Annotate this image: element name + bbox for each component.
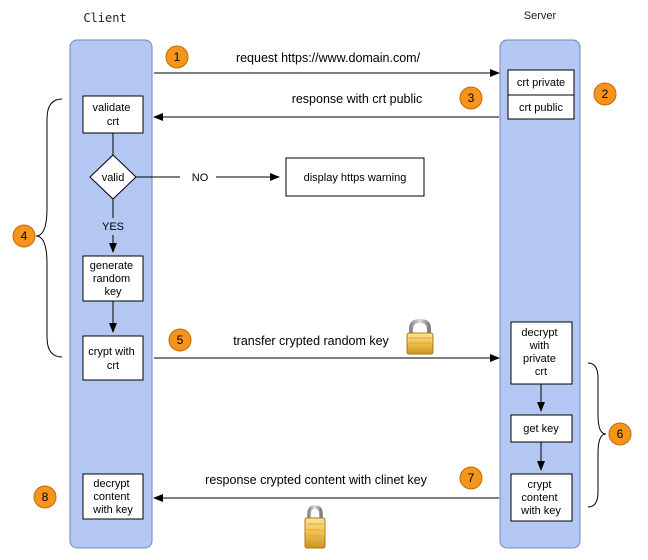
decrypt-content-box: decrypt content with key xyxy=(82,473,144,520)
crt-private-box: crt private xyxy=(507,69,575,96)
response-content-message: response crypted content with clinet key xyxy=(153,473,499,502)
svg-text:request https://www.domain.com: request https://www.domain.com/ xyxy=(236,51,421,65)
svg-text:2: 2 xyxy=(602,87,609,101)
lock-icon xyxy=(304,505,326,549)
svg-text:1: 1 xyxy=(174,50,181,64)
client-lane-title: Client xyxy=(83,11,126,25)
yes-label: YES xyxy=(102,221,124,233)
svg-text:decrypt content wi: decrypt content with key xyxy=(92,478,133,516)
svg-text:3: 3 xyxy=(468,91,475,105)
svg-text:8: 8 xyxy=(42,490,49,504)
step-7-badge: 7 xyxy=(459,466,483,490)
server-lane-title: Server xyxy=(524,10,557,22)
svg-text:crt public: crt public xyxy=(519,102,564,114)
step-2-badge: 2 xyxy=(593,82,617,106)
svg-text:get key: get key xyxy=(523,423,559,435)
server-brace xyxy=(587,362,607,508)
svg-text:7: 7 xyxy=(468,471,475,485)
request-message: request https://www.domain.com/ xyxy=(154,51,500,77)
svg-text:5: 5 xyxy=(177,333,184,347)
svg-text:crypt content with: crypt content with key xyxy=(520,479,561,517)
svg-text:6: 6 xyxy=(617,427,624,441)
step-8-badge: 8 xyxy=(33,485,57,509)
valid-decision: valid xyxy=(89,154,137,200)
lock-icon xyxy=(406,318,434,355)
generate-random-key-box: generate random key xyxy=(82,255,144,302)
response-crt-message: response with crt public xyxy=(153,92,499,121)
transfer-key-message: transfer crypted random key xyxy=(154,334,500,362)
svg-text:crypt with crt: crypt with crt xyxy=(88,346,138,372)
decrypt-with-private-crt-box: decrypt with private crt xyxy=(510,321,573,385)
step-1-badge: 1 xyxy=(165,45,189,69)
step-3-badge: 3 xyxy=(459,86,483,110)
svg-text:display https warning: display https warning xyxy=(304,172,407,184)
svg-text:transfer crypted random key: transfer crypted random key xyxy=(233,334,389,348)
svg-text:decrypt with priva: decrypt with private crt xyxy=(521,327,560,378)
validate-crt-box: validate crt xyxy=(82,95,144,134)
crypt-content-box: crypt content with key xyxy=(510,473,573,522)
client-brace xyxy=(35,98,63,358)
step-6-badge: 6 xyxy=(608,422,632,446)
svg-text:response with crt public: response with crt public xyxy=(292,92,423,106)
get-key-box: get key xyxy=(510,414,573,443)
svg-text:generate random ke: generate random key xyxy=(90,260,137,298)
svg-text:4: 4 xyxy=(21,229,28,243)
display-https-warning-box: display https warning xyxy=(285,157,425,197)
step-5-badge: 5 xyxy=(168,328,192,352)
svg-text:validate crt: validate crt xyxy=(93,102,134,128)
crypt-with-crt-box: crypt with crt xyxy=(82,335,144,381)
svg-text:crt private: crt private xyxy=(517,77,565,89)
crt-public-box: crt public xyxy=(507,94,575,120)
svg-text:response crypted content with: response crypted content with clinet key xyxy=(205,473,427,487)
svg-text:valid: valid xyxy=(102,172,125,184)
no-label: NO xyxy=(192,172,209,184)
step-4-badge: 4 xyxy=(12,224,36,248)
